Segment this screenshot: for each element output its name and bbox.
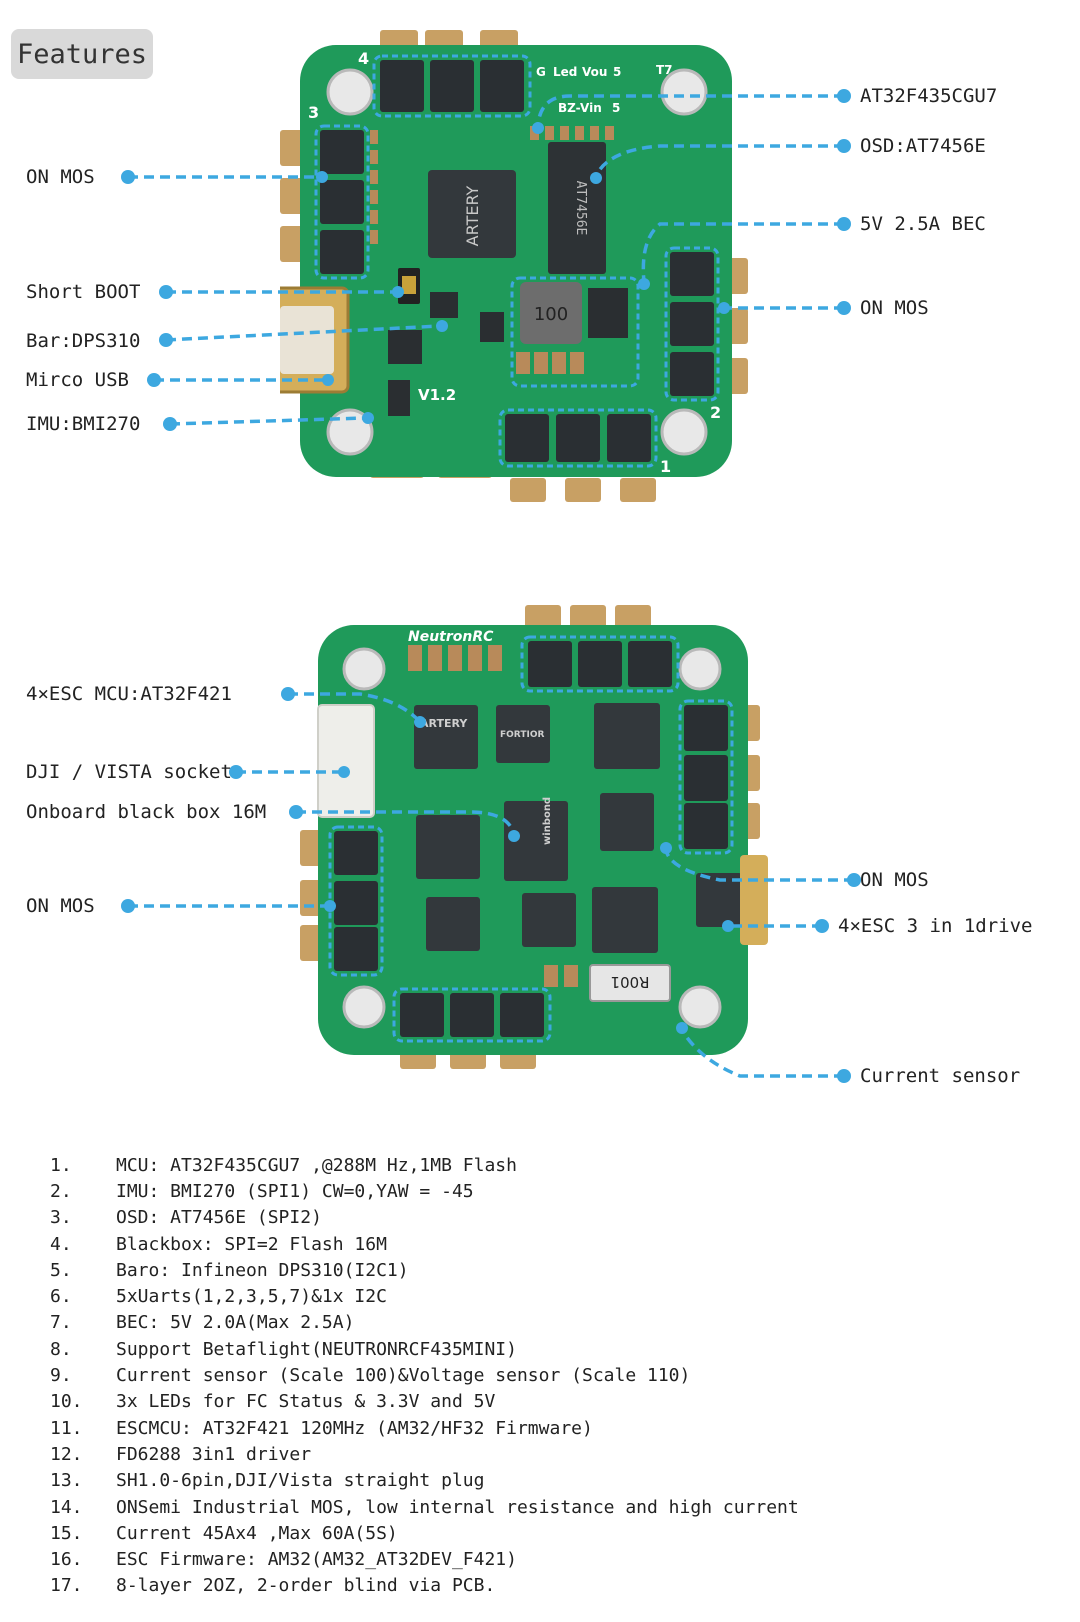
spec-num: 3.: [50, 1207, 72, 1229]
spec-text: 8-layer 2OZ, 2-order blind via PCB.: [116, 1575, 496, 1597]
spec-num: 7.: [50, 1312, 72, 1334]
callout-on-mos-top-left: ON MOS: [26, 166, 95, 188]
spec-text: IMU: BMI270 (SPI1) CW=0,YAW = -45: [116, 1180, 474, 1202]
callout-on-mos-top-right: ON MOS: [860, 297, 929, 319]
callout-on-mos-bottom-left: ON MOS: [26, 895, 95, 917]
top-pad-label-led: Led: [553, 65, 577, 79]
callout-leader-lines: [121, 89, 861, 1083]
bottom-chip-brand-1: ARTERY: [420, 717, 468, 730]
callout-short-boot: Short BOOT: [26, 281, 141, 303]
top-pad-label-5: 5: [613, 65, 621, 79]
spec-text: ESCMCU: AT32F421 120MHz (AM32/HF32 Firmw…: [116, 1417, 593, 1439]
features-badge: Features: [11, 29, 153, 79]
spec-item: 5. Baro: Infineon DPS310(I2C1): [50, 1257, 1050, 1283]
spec-text: ESC Firmware: AM32(AM32_AT32DEV_F421): [116, 1549, 517, 1571]
spec-item: 15. Current 45Ax4 ,Max 60A(5S): [50, 1520, 1050, 1546]
bottom-brand-silkscreen: NeutronRC: [408, 629, 494, 645]
spec-num: 17.: [50, 1575, 83, 1597]
callout-imu: IMU:BMI270: [26, 413, 141, 435]
spec-text: Support Betaflight(NEUTRONRCF435MINI): [116, 1338, 517, 1360]
callout-barometer: Bar:DPS310: [26, 330, 141, 352]
spec-text: SH1.0-6pin,DJI/Vista straight plug: [116, 1470, 485, 1492]
top-corner-num-4: 4: [358, 49, 369, 68]
spec-num: 5.: [50, 1259, 72, 1281]
callout-bec: 5V 2.5A BEC: [860, 213, 986, 235]
spec-text: 3x LEDs for FC Status & 3.3V and 5V: [116, 1391, 496, 1413]
spec-item: 4. Blackbox: SPI=2 Flash 16M: [50, 1231, 1050, 1257]
fc-board-bottom-image: NeutronRC ARTERY FORTIOR winbond R001: [300, 605, 768, 1069]
spec-text: ONSemi Industrial MOS, low internal resi…: [116, 1496, 799, 1518]
bottom-driver-brand-1: FORTIOR: [500, 730, 544, 740]
top-pad-label-bz: BZ-: [558, 101, 581, 115]
top-corner-num-2: 2: [710, 403, 721, 422]
callout-on-mos-bottom-right: ON MOS: [860, 869, 929, 891]
spec-num: 8.: [50, 1338, 72, 1360]
spec-list: 1.MCU: AT32F435CGU7 ,@288M Hz,1MB Flash …: [50, 1152, 1050, 1599]
spec-num: 15.: [50, 1522, 83, 1544]
spec-item: 10. 3x LEDs for FC Status & 3.3V and 5V: [50, 1389, 1050, 1415]
spec-num: 4.: [50, 1233, 72, 1255]
top-corner-num-1: 1: [660, 457, 671, 476]
spec-item: 13. SH1.0-6pin,DJI/Vista straight plug: [50, 1468, 1050, 1494]
spec-num: 14.: [50, 1496, 83, 1518]
spec-num: 13.: [50, 1470, 83, 1492]
bottom-resistor-label: R001: [610, 973, 649, 991]
spec-item: 12. FD6288 3in1 driver: [50, 1441, 1050, 1467]
spec-item: 9. Current sensor (Scale 100)&Voltage sen…: [50, 1362, 1050, 1388]
callout-current-sensor: Current sensor: [860, 1065, 1021, 1087]
top-inductor-label: 100: [534, 304, 568, 325]
spec-item: 6. 5xUarts(1,2,3,5,7)&1x I2C: [50, 1283, 1050, 1309]
spec-num: 11.: [50, 1417, 83, 1439]
spec-text: Blackbox: SPI=2 Flash 16M: [116, 1233, 387, 1255]
spec-text: Current sensor (Scale 100)&Voltage senso…: [116, 1365, 691, 1387]
spec-text: Baro: Infineon DPS310(I2C1): [116, 1259, 409, 1281]
spec-text: FD6288 3in1 driver: [116, 1443, 312, 1465]
spec-text: BEC: 5V 2.0A(Max 2.5A): [116, 1312, 355, 1334]
spec-item: 8. Support Betaflight(NEUTRONRCF435MINI): [50, 1336, 1050, 1362]
callout-osd: OSD:AT7456E: [860, 135, 986, 157]
callout-esc-drive: 4×ESC 3 in 1drive: [838, 915, 1033, 937]
spec-text: Current 45Ax4 ,Max 60A(5S): [116, 1522, 398, 1544]
spec-item: 11. ESCMCU: AT32F421 120MHz (AM32/HF32 Fi…: [50, 1415, 1050, 1441]
callout-micro-usb: Mirco USB: [26, 369, 129, 391]
spec-num: 16.: [50, 1549, 83, 1571]
spec-item: 1. MCU: AT32F435CGU7 ,@288M Hz,1MB Flash: [50, 1152, 1050, 1178]
top-mcu-brand: ARTERY: [463, 185, 482, 246]
callout-dji-vista-socket: DJI / VISTA socket: [26, 761, 232, 783]
spec-num: 10.: [50, 1391, 83, 1413]
spec-item: 16. ESC Firmware: AM32(AM32_AT32DEV_F421): [50, 1546, 1050, 1572]
fc-board-top-image: ARTERY AT7456E 100 G Led Vou 5 T7 BZ- Vi…: [280, 30, 748, 502]
spec-text: OSD: AT7456E (SPI2): [116, 1207, 322, 1229]
bottom-flash-brand: winbond: [542, 797, 553, 845]
spec-num: 2.: [50, 1180, 72, 1202]
spec-num: 1.: [50, 1154, 72, 1176]
spec-num: 6.: [50, 1286, 72, 1308]
spec-item: 14. ONSemi Industrial MOS, low internal r…: [50, 1494, 1050, 1520]
top-pad-label-g: G: [536, 65, 546, 79]
spec-item: 7. BEC: 5V 2.0A(Max 2.5A): [50, 1310, 1050, 1336]
spec-num: 9.: [50, 1365, 72, 1387]
spec-num: 12.: [50, 1443, 83, 1465]
top-version-label: V1.2: [418, 386, 456, 404]
top-osd-chip-label: AT7456E: [573, 181, 588, 236]
top-pad-label-vou: Vou: [582, 65, 607, 79]
spec-text: 5xUarts(1,2,3,5,7)&1x I2C: [116, 1286, 387, 1308]
callout-esc-mcu: 4×ESC MCU:AT32F421: [26, 683, 232, 705]
spec-text: MCU: AT32F435CGU7 ,@288M Hz,1MB Flash: [116, 1154, 517, 1176]
spec-item: 3. OSD: AT7456E (SPI2): [50, 1205, 1050, 1231]
top-pad-label-t7: T7: [656, 63, 673, 77]
spec-item: 2. IMU: BMI270 (SPI1) CW=0,YAW = -45: [50, 1178, 1050, 1204]
spec-item: 17. 8-layer 2OZ, 2-order blind via PCB.: [50, 1573, 1050, 1599]
callout-black-box: Onboard black box 16M: [26, 801, 267, 823]
top-pad-label-5b: 5: [612, 101, 620, 115]
callout-mcu: AT32F435CGU7: [860, 85, 998, 107]
top-pad-label-vin: Vin: [580, 101, 602, 115]
top-corner-num-3: 3: [308, 103, 319, 122]
